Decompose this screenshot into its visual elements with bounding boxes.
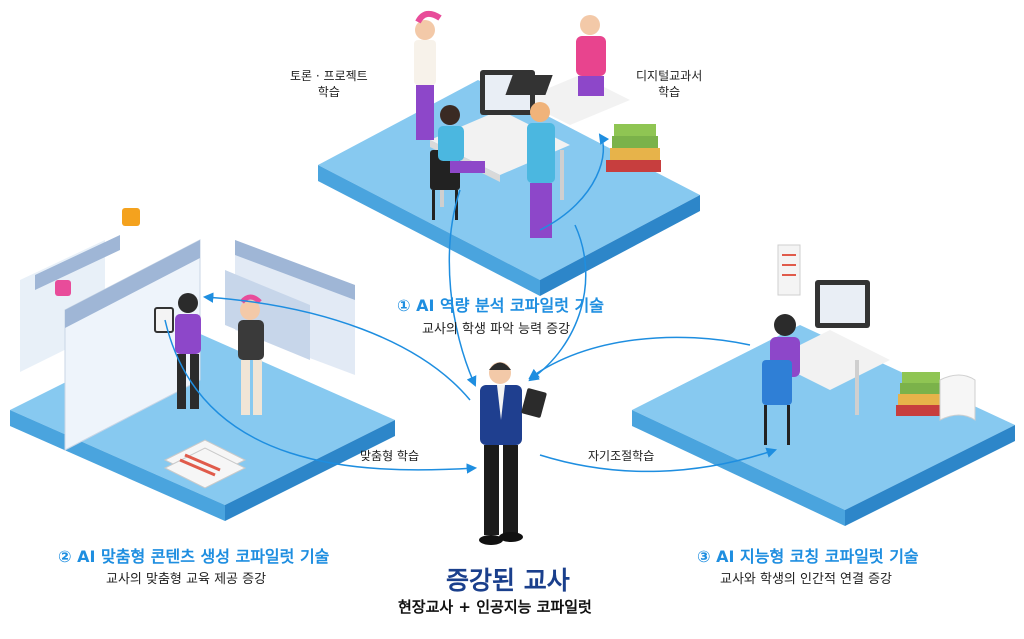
- right-platform: [632, 325, 1015, 526]
- top-tech-title: ① AI 역량 분석 코파일럿 기술: [397, 296, 604, 315]
- tablet-icon: [154, 307, 174, 333]
- activity-label-line: 학습: [317, 85, 340, 99]
- right-flow-label: 자기조절학습: [588, 449, 655, 463]
- activity-label-line: 디지털교과서: [636, 69, 703, 83]
- left-content-scene: [20, 208, 355, 489]
- activity-label-line: 학습: [658, 85, 681, 99]
- top-right-activity-label: 디지털교과서 학습: [636, 68, 702, 100]
- teacher-figure: [479, 362, 547, 545]
- orange-tag-icon: [122, 208, 140, 226]
- left-tech-subtitle: 교사의 맞춤형 교육 제공 증강: [106, 572, 267, 587]
- top-classroom-scene: [414, 10, 661, 238]
- document-icon: [777, 244, 801, 296]
- pink-tag-icon: [55, 280, 71, 296]
- right-tech-subtitle: 교사와 학생의 인간적 연결 증강: [720, 572, 893, 587]
- top-left-activity-label: 토론 · 프로젝트 학습: [290, 68, 368, 100]
- tablet-icon: [521, 388, 547, 418]
- left-flow-label: 맞춤형 학습: [360, 449, 420, 463]
- right-tech-title: ③ AI 지능형 코칭 코파일럿 기술: [697, 547, 919, 566]
- flow-arrows: [164, 133, 777, 474]
- top-platform: [318, 80, 700, 296]
- center-subtitle: 현장교사 + 인공지능 코파일럿: [398, 598, 592, 616]
- left-tech-title: ② AI 맞춤형 콘텐츠 생성 코파일럿 기술: [58, 547, 330, 566]
- activity-label-line: 토론 · 프로젝트: [290, 69, 368, 83]
- right-coaching-scene: [762, 244, 976, 445]
- center-title: 증강된 교사: [446, 566, 570, 595]
- top-tech-subtitle: 교사의 학생 파악 능력 증강: [422, 322, 571, 337]
